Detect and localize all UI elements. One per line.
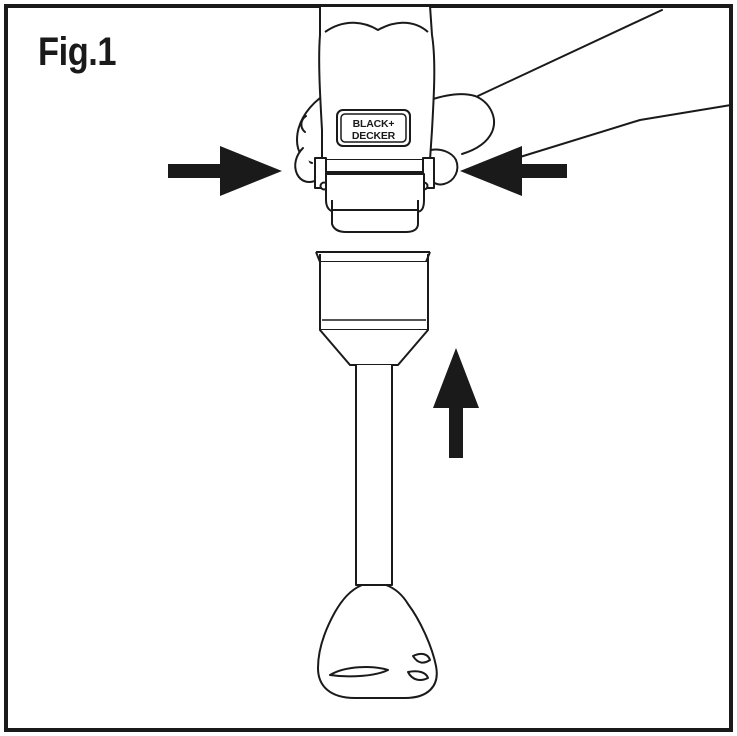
arrow-left-pointing-right — [168, 146, 282, 196]
arrow-right-pointing-left — [460, 146, 567, 196]
motor-unit — [314, 5, 436, 233]
blending-shaft — [315, 251, 438, 699]
arrow-up — [433, 348, 479, 458]
logo-text-line2: DECKER — [352, 130, 396, 142]
figure-label: Fig.1 — [38, 30, 117, 74]
logo-text-line1: BLACK+ — [353, 118, 395, 130]
